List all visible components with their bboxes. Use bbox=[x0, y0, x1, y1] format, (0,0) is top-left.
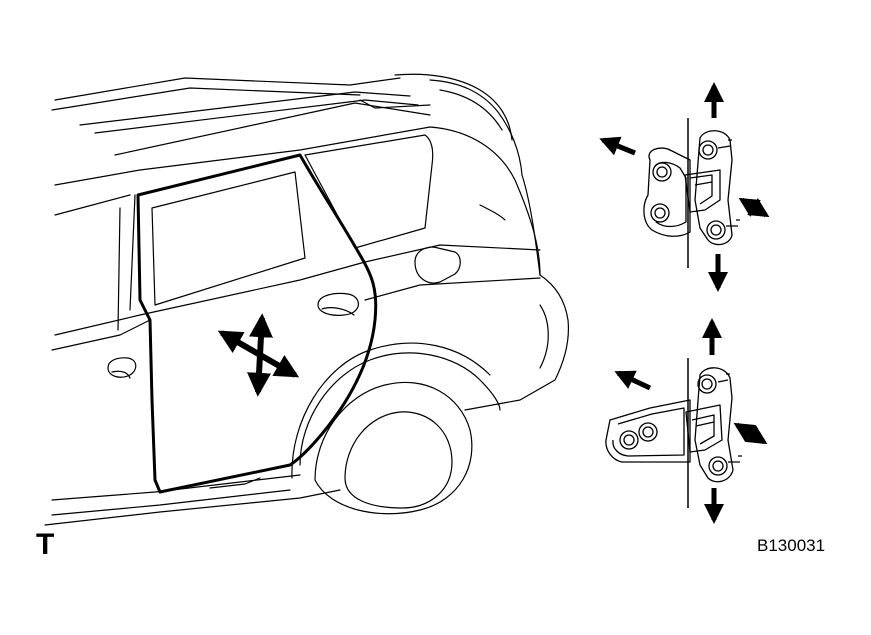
lower-hinge bbox=[605, 358, 742, 508]
corner-mark: T bbox=[36, 528, 55, 561]
rear-door-outline bbox=[136, 153, 378, 494]
upper-hinge-arrows bbox=[599, 82, 770, 292]
figure-code: B130031 bbox=[757, 536, 826, 555]
lower-hinge-arrows bbox=[614, 318, 768, 524]
vehicle-rear-quarter bbox=[44, 73, 570, 526]
door-adjustment-arrows bbox=[217, 313, 300, 397]
upper-hinge bbox=[643, 118, 740, 268]
